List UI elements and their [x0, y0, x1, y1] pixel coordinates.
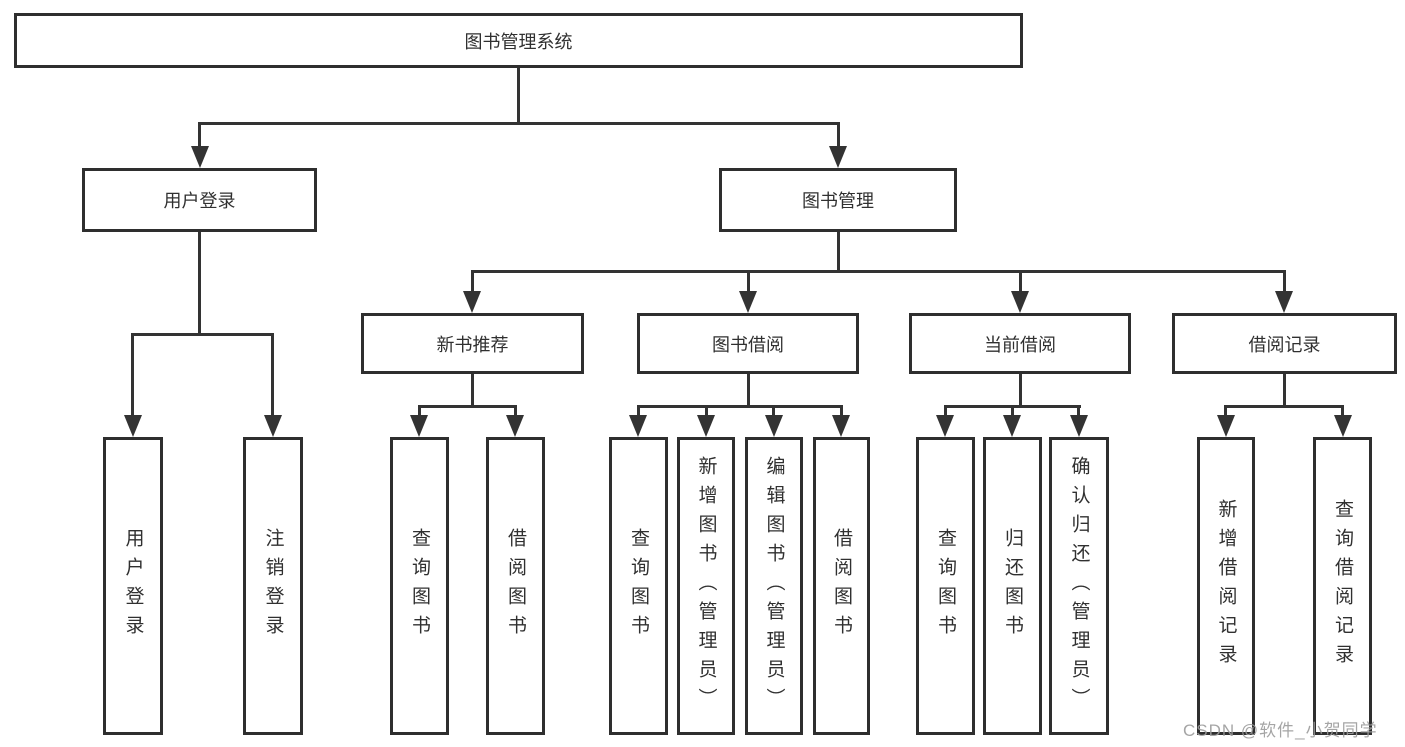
connector-root-branch [198, 122, 840, 125]
connector-leaf-stem [772, 405, 775, 420]
leaf-query-books-recommend: 查询图书 [390, 437, 449, 735]
connector-leaf-stem [944, 405, 947, 420]
leaf-return-books: 归还图书 [983, 437, 1042, 735]
arrow-down-icon [506, 415, 524, 437]
connector-leaf-stem [1011, 405, 1014, 420]
connector-user-login-stem [198, 232, 201, 333]
arrow-down-icon [829, 146, 847, 168]
connector-book-borrow-stem [747, 374, 750, 405]
leaf-query-books-current: 查询图书 [916, 437, 975, 735]
connector-to-borrow-records [1283, 270, 1286, 295]
leaf-query-borrow-record: 查询借阅记录 [1313, 437, 1372, 735]
connector-leaf-stem [514, 405, 517, 420]
connector-to-current-borrow [1019, 270, 1022, 295]
node-book-borrowing: 图书借阅 [637, 313, 859, 374]
connector-borrow-records-stem [1283, 374, 1286, 405]
connector-leaf-stem [418, 405, 421, 420]
connector-leaf-stem [637, 405, 640, 420]
arrow-down-icon [1334, 415, 1352, 437]
connector-current-borrow-stem [1019, 374, 1022, 405]
arrow-down-icon [191, 146, 209, 168]
arrow-down-icon [765, 415, 783, 437]
arrow-down-icon [739, 291, 757, 313]
connector-to-new-book [471, 270, 474, 295]
connector-leaf-stem [840, 405, 843, 420]
connector-borrow-records-branch [1224, 405, 1344, 408]
arrow-down-icon [1011, 291, 1029, 313]
node-library-management-system: 图书管理系统 [14, 13, 1023, 68]
leaf-add-books-admin: 新增图书（管理员） [677, 437, 735, 735]
arrow-down-icon [410, 415, 428, 437]
leaf-borrow-books-recommend: 借阅图书 [486, 437, 545, 735]
connector-to-leaf-logout [271, 333, 274, 420]
connector-to-user-login [198, 122, 201, 150]
arrow-down-icon [1275, 291, 1293, 313]
connector-root-stem [517, 68, 520, 122]
arrow-down-icon [936, 415, 954, 437]
node-user-login: 用户登录 [82, 168, 317, 232]
arrow-down-icon [463, 291, 481, 313]
arrow-down-icon [264, 415, 282, 437]
connector-to-book-borrow [747, 270, 750, 295]
arrow-down-icon [1003, 415, 1021, 437]
connector-book-management-stem [837, 232, 840, 270]
node-current-borrowing: 当前借阅 [909, 313, 1131, 374]
connector-leaf-stem [1077, 405, 1080, 420]
leaf-borrow-books: 借阅图书 [813, 437, 870, 735]
connector-user-login-branch [131, 333, 274, 336]
node-borrowing-records: 借阅记录 [1172, 313, 1397, 374]
arrow-down-icon [697, 415, 715, 437]
connector-new-book-stem [471, 374, 474, 405]
leaf-user-login: 用户登录 [103, 437, 163, 735]
connector-leaf-stem [1341, 405, 1344, 420]
connector-book-management-branch [471, 270, 1286, 273]
leaf-logout: 注销登录 [243, 437, 303, 735]
leaf-edit-books-admin: 编辑图书（管理员） [745, 437, 803, 735]
node-new-book-recommendation: 新书推荐 [361, 313, 584, 374]
connector-to-book-management [837, 122, 840, 150]
connector-book-borrow-branch [637, 405, 843, 408]
connector-to-leaf-user-login [131, 333, 134, 420]
arrow-down-icon [124, 415, 142, 437]
leaf-add-borrow-record: 新增借阅记录 [1197, 437, 1255, 735]
arrow-down-icon [629, 415, 647, 437]
arrow-down-icon [832, 415, 850, 437]
leaf-confirm-return-admin: 确认归还（管理员） [1049, 437, 1109, 735]
leaf-query-books-borrow: 查询图书 [609, 437, 668, 735]
connector-new-book-branch [418, 405, 517, 408]
connector-leaf-stem [1224, 405, 1227, 420]
node-book-management: 图书管理 [719, 168, 957, 232]
arrow-down-icon [1070, 415, 1088, 437]
watermark: CSDN @软件_小贺同学 [1183, 721, 1378, 740]
connector-leaf-stem [705, 405, 708, 420]
arrow-down-icon [1217, 415, 1235, 437]
